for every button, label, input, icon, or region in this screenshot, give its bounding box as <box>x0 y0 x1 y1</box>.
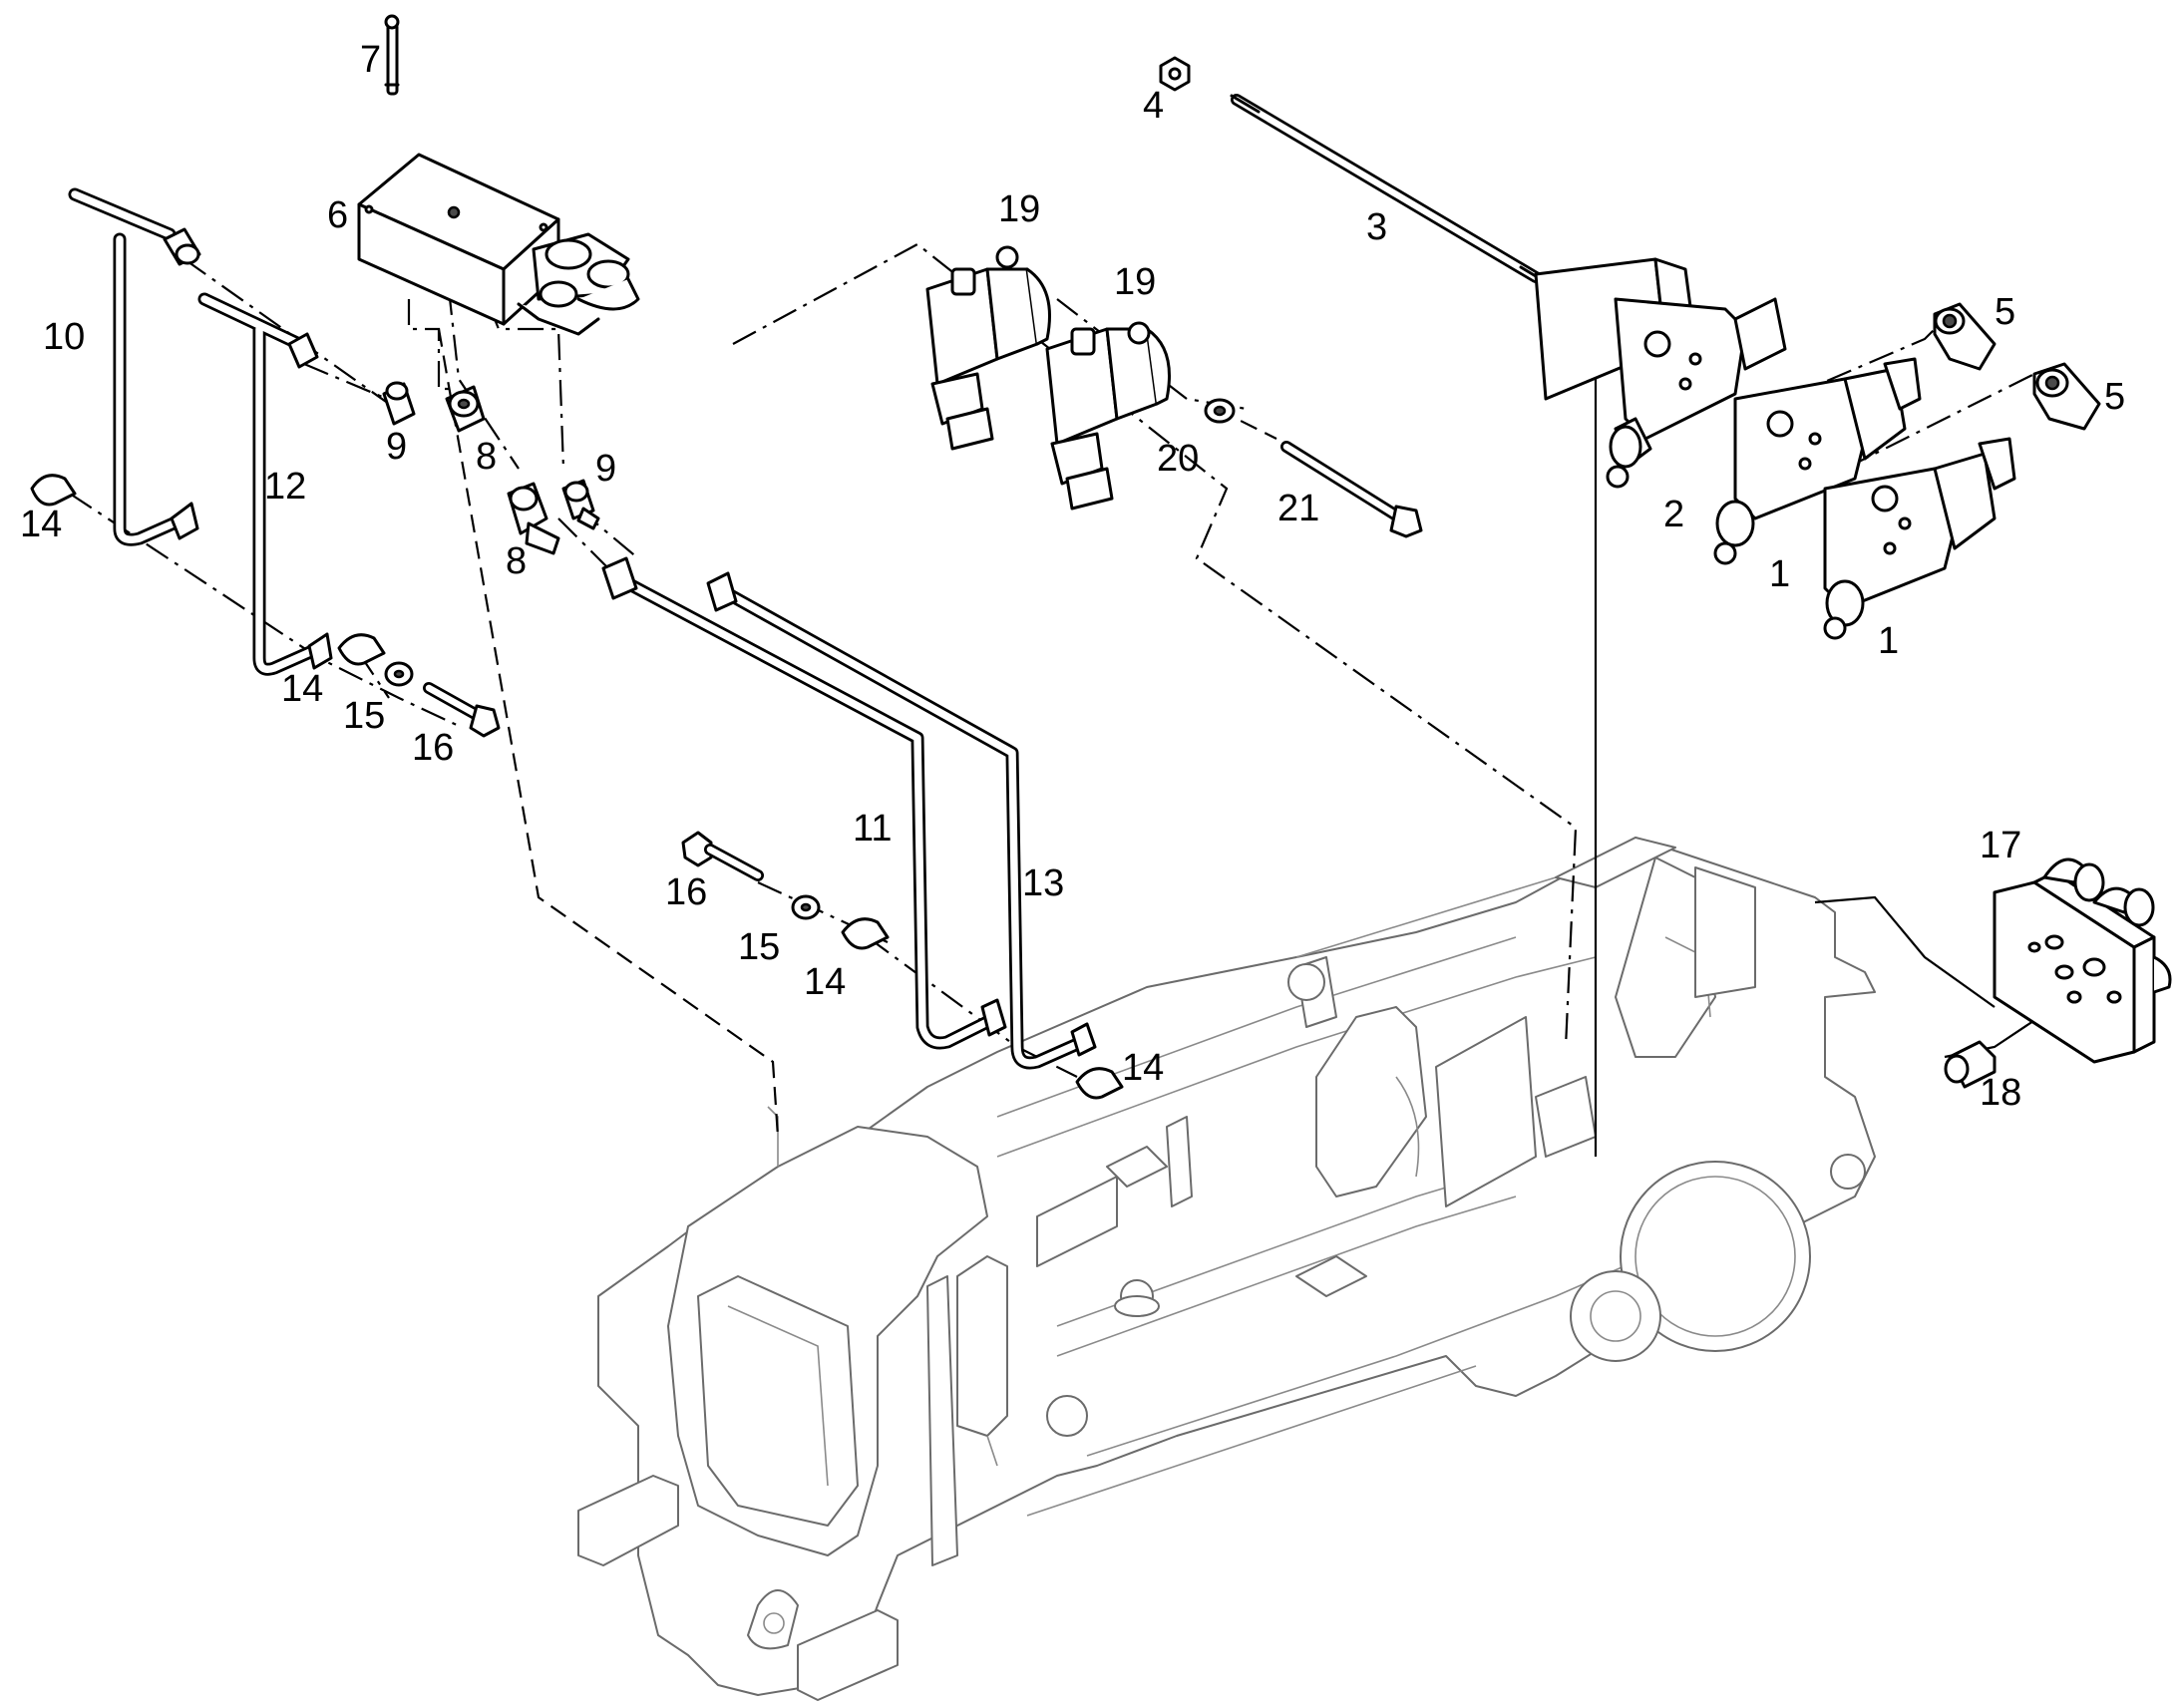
callout-7: 7 <box>360 39 381 81</box>
callout-1-upper: 1 <box>1769 553 1790 595</box>
callout-3: 3 <box>1366 206 1387 248</box>
part-15-spacer-upper <box>384 661 414 687</box>
callout-8-upper: 8 <box>476 436 497 478</box>
part-18-plug <box>1944 1040 1997 1089</box>
callout-13: 13 <box>1022 862 1064 904</box>
part-19-solenoid-left <box>925 245 1051 451</box>
callout-2: 2 <box>1663 494 1684 535</box>
callout-14-d: 14 <box>1122 1047 1164 1089</box>
callout-9-lower: 9 <box>595 448 616 490</box>
callout-14-a: 14 <box>20 504 62 545</box>
part-14-clip-b <box>337 633 386 666</box>
part-16-bolt-lower <box>681 831 764 881</box>
part-19-solenoid-right <box>1045 321 1171 511</box>
callout-16-lower: 16 <box>665 871 707 913</box>
callout-14-c: 14 <box>804 961 846 1003</box>
callout-4: 4 <box>1143 85 1164 127</box>
chassis-frame <box>577 837 1876 1701</box>
callout-labels: 7 6 4 3 19 19 5 5 10 9 8 9 8 20 21 2 1 1… <box>20 39 2125 1114</box>
callout-20: 20 <box>1157 438 1199 480</box>
callout-5-upper: 5 <box>1995 291 2015 333</box>
part-21-bolt <box>1280 441 1423 538</box>
part-5-fitting-upper <box>1933 302 1997 371</box>
part-9-fitting-upper <box>382 381 416 426</box>
callout-18: 18 <box>1980 1072 2021 1114</box>
callout-6: 6 <box>327 194 348 236</box>
part-1-valve-section-lower <box>1823 437 2016 640</box>
part-3-threaded-rod <box>1230 94 1543 283</box>
callout-12: 12 <box>264 466 306 508</box>
part-14-clip-c <box>841 917 890 950</box>
callout-15-upper: 15 <box>343 695 385 737</box>
part-17-valve-plate <box>1993 857 2172 1064</box>
part-13-pipe <box>706 571 1097 1070</box>
callout-17: 17 <box>1980 825 2021 866</box>
callout-5-lower: 5 <box>2104 376 2125 418</box>
callout-11: 11 <box>853 808 892 850</box>
part-14-clip-d <box>1075 1067 1124 1100</box>
part-7-long-bolt <box>384 14 400 96</box>
part-10-pipe <box>68 187 201 546</box>
callout-9-upper: 9 <box>386 426 407 468</box>
callout-16-upper: 16 <box>412 727 454 769</box>
part-4-nut <box>1159 56 1191 92</box>
callout-21: 21 <box>1277 488 1319 529</box>
part-8-fitting-upper <box>445 385 486 433</box>
part-12-pipe <box>197 292 333 676</box>
callout-1-lower: 1 <box>1878 620 1899 662</box>
part-14-clip-a <box>30 474 77 507</box>
callout-19-right: 19 <box>1114 261 1156 303</box>
part-1-valve-section-upper <box>1713 357 1922 565</box>
part-20-washer <box>1204 398 1236 424</box>
part-8-fitting-lower <box>507 482 560 555</box>
part-9-fitting-lower <box>561 479 600 530</box>
part-2-valve-section <box>1534 257 1787 489</box>
callout-15-lower: 15 <box>738 926 780 968</box>
callout-8-lower: 8 <box>506 540 527 582</box>
part-6-valve-block <box>357 153 640 336</box>
part-11-pipe <box>601 556 1007 1050</box>
part-16-bolt-upper <box>423 682 501 738</box>
callout-19-left: 19 <box>998 188 1040 230</box>
part-5-fitting-lower <box>2032 362 2101 431</box>
part-15-spacer-lower <box>791 894 821 920</box>
callout-10: 10 <box>43 316 85 358</box>
callout-14-b: 14 <box>281 668 323 710</box>
